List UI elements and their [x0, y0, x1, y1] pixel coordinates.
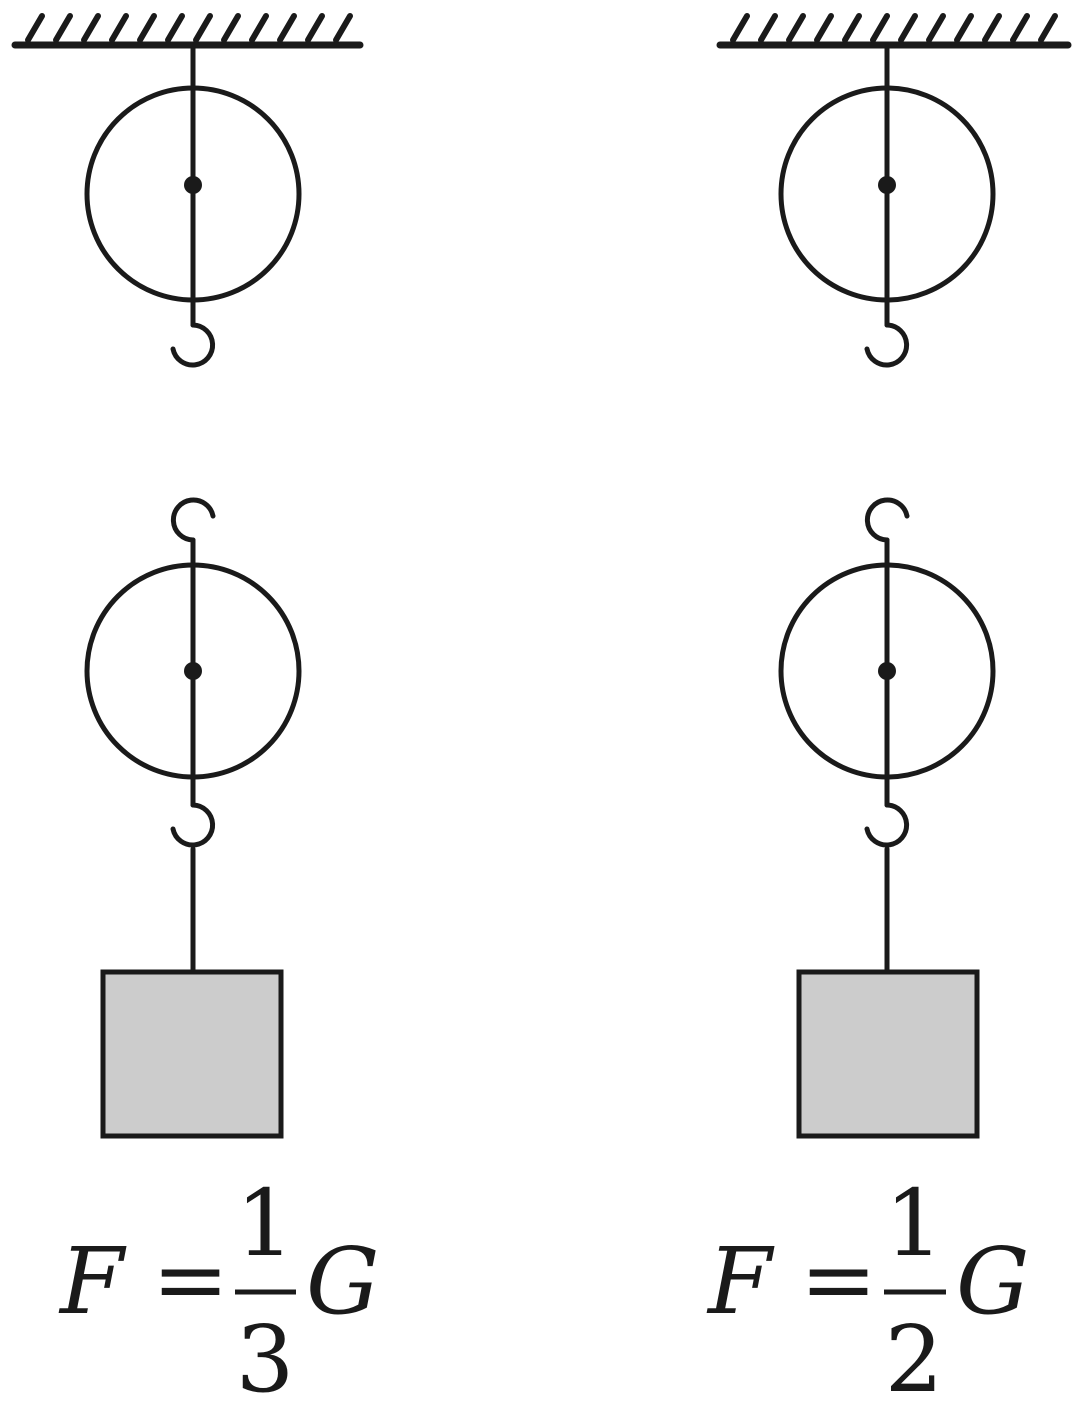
formula-left-rhs: G [306, 1228, 380, 1335]
movable-pulley-right [778, 497, 996, 975]
formula-right-lhs: F [706, 1228, 775, 1335]
formula-left-lhs: F [58, 1228, 127, 1335]
hook-fixed-pulley-left [170, 322, 216, 368]
weight-block-left [100, 969, 284, 1139]
hook-bottom-movable-pulley-right [864, 802, 910, 848]
formula-right: F = 1 2 G [706, 1170, 1030, 1407]
formula-right-equals: = [800, 1226, 877, 1333]
pulley-system-right [716, 13, 1072, 1139]
formula-left-numerator: 1 [236, 1170, 295, 1277]
formula-left: F = 1 3 G [58, 1170, 380, 1407]
ceiling-support-right [716, 13, 1072, 49]
ceiling-support-left [11, 13, 364, 49]
fixed-pulley-left [84, 42, 302, 368]
formula-right-rhs: G [956, 1228, 1030, 1335]
hook-top-movable-pulley-left [170, 497, 216, 543]
fixed-pulley-right [778, 42, 996, 368]
formula-right-numerator: 1 [885, 1170, 944, 1277]
formula-left-equals: = [152, 1226, 229, 1333]
pulley-system-left [11, 13, 364, 1139]
movable-pulley-left [84, 497, 302, 975]
hook-top-movable-pulley-right [864, 497, 910, 543]
formula-left-denominator: 3 [236, 1306, 295, 1407]
formula-right-denominator: 2 [885, 1306, 944, 1407]
weight-block-right [796, 969, 980, 1139]
hook-fixed-pulley-right [864, 322, 910, 368]
hook-bottom-movable-pulley-left [170, 802, 216, 848]
